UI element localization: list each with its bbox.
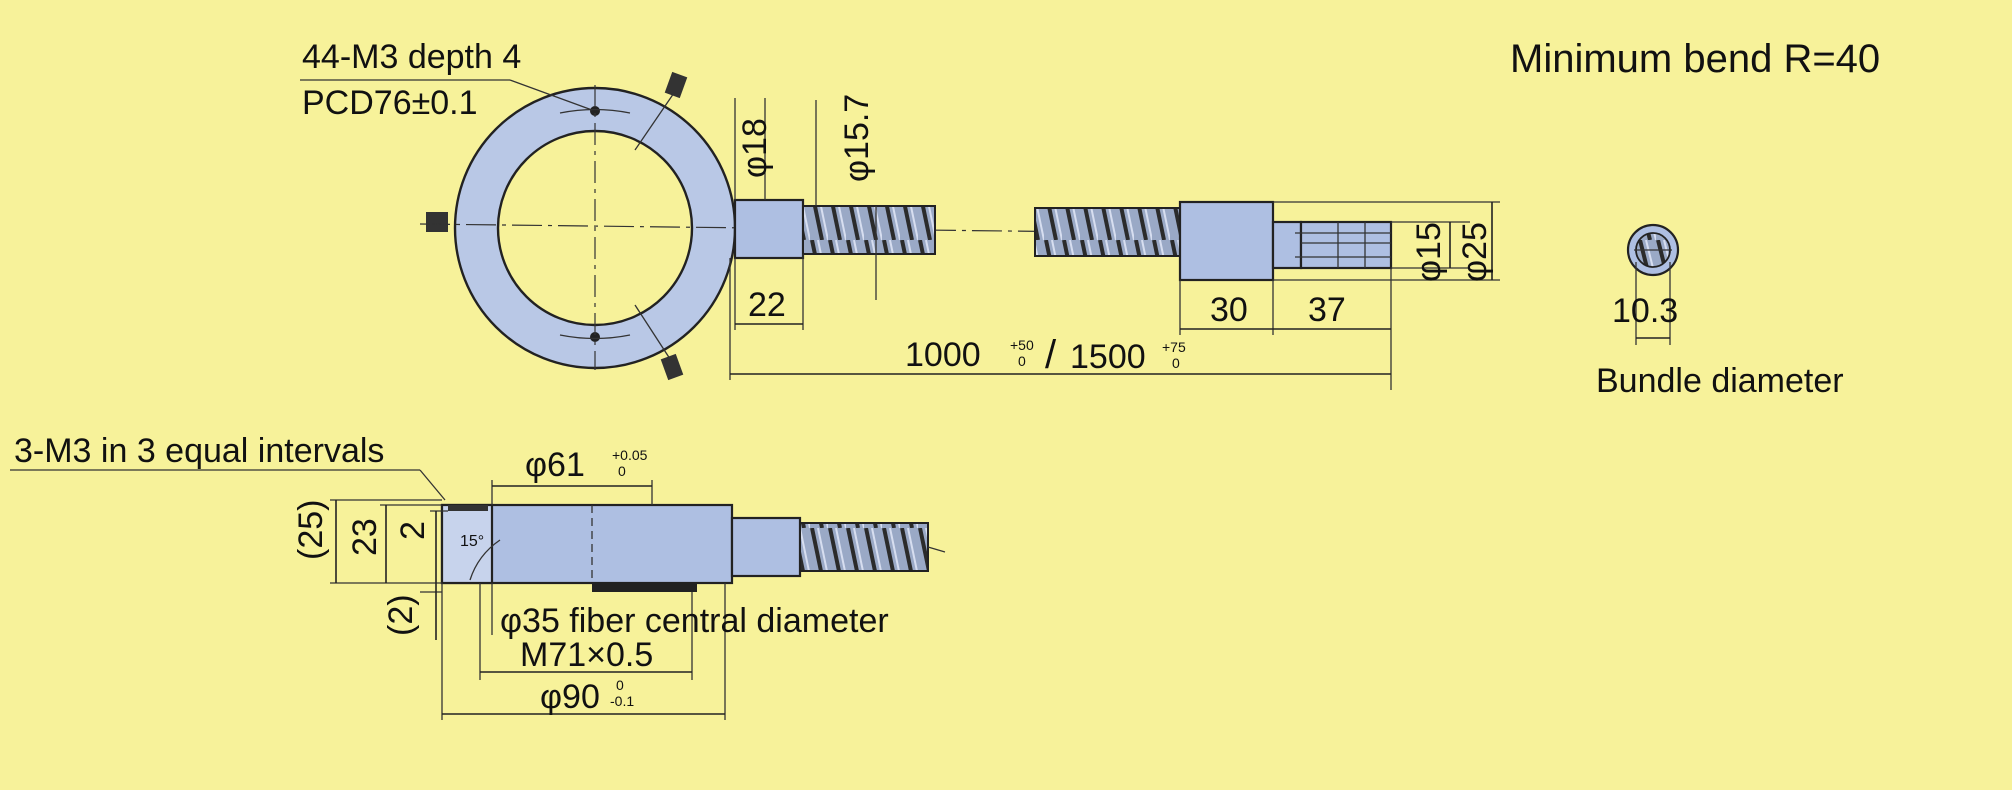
length-alt-tol-upper: +75 bbox=[1162, 339, 1186, 355]
dia-sleeve-label: φ18 bbox=[736, 118, 774, 178]
pcd-label: PCD76±0.1 bbox=[302, 84, 478, 122]
ferrule bbox=[1178, 200, 1275, 282]
screw-top bbox=[664, 71, 688, 99]
dia-61-tol-upper: +0.05 bbox=[612, 447, 648, 463]
dia-90-tol-upper: 0 bbox=[616, 677, 624, 693]
screw-left bbox=[426, 212, 448, 232]
dia-hose-label: φ15.7 bbox=[838, 94, 876, 182]
height-23-label: 23 bbox=[346, 518, 384, 556]
set-screws-label: 3-M3 in 3 equal intervals bbox=[14, 432, 384, 470]
hose-right bbox=[1034, 207, 1181, 257]
min-bend-title: Minimum bend R=40 bbox=[1510, 37, 1880, 81]
height-2b-label: (2) bbox=[382, 594, 420, 636]
angle-label: 15° bbox=[460, 533, 484, 550]
bundle-view: 10.3 Bundle diameter bbox=[1596, 223, 1844, 400]
dia-90-tol-lower: -0.1 bbox=[610, 693, 634, 709]
bundle-diameter-caption: Bundle diameter bbox=[1596, 362, 1844, 400]
length-main-tol-lower: 0 bbox=[1018, 353, 1026, 369]
ring-light bbox=[419, 71, 1091, 381]
height-2-label: 2 bbox=[394, 521, 432, 540]
fiber-dia-label: φ35 fiber central diameter bbox=[500, 602, 889, 640]
top-view: 44-M3 depth 4 PCD76±0.1 φ18 φ15.7 22 30 … bbox=[300, 38, 1500, 390]
side-view: 3-M3 in 3 equal intervals 15° φ61 +0.05 … bbox=[10, 432, 946, 720]
len-ferrule-label: 30 bbox=[1210, 291, 1248, 329]
length-alt-label: 1500 bbox=[1070, 338, 1146, 376]
dia-61-label: φ61 bbox=[525, 446, 585, 484]
tap-hole-bottom bbox=[590, 332, 600, 342]
length-alt-tol-lower: 0 bbox=[1172, 355, 1180, 371]
hose-left bbox=[802, 205, 936, 255]
dia-90-label: φ90 bbox=[540, 678, 600, 716]
len-tip-label: 37 bbox=[1308, 291, 1346, 329]
height-25-label: (25) bbox=[292, 500, 330, 560]
screw-bottom bbox=[660, 353, 684, 381]
fiber-window bbox=[592, 583, 697, 592]
dia-ferrule-label: φ25 bbox=[1456, 222, 1494, 282]
len-sleeve-label: 22 bbox=[748, 286, 786, 324]
thread-label: M71×0.5 bbox=[520, 636, 653, 674]
tap-holes-label: 44-M3 depth 4 bbox=[302, 38, 521, 76]
length-main-label: 1000 bbox=[905, 336, 981, 374]
length-sep: / bbox=[1045, 333, 1057, 377]
hose-side bbox=[799, 522, 929, 572]
dia-tip-label: φ15 bbox=[1410, 222, 1448, 282]
bundle-diameter-value: 10.3 bbox=[1612, 292, 1678, 330]
dia-61-tol-lower: 0 bbox=[618, 463, 626, 479]
tap-hole-top bbox=[590, 106, 600, 116]
length-main-tol-upper: +50 bbox=[1010, 337, 1034, 353]
sleeve bbox=[733, 198, 805, 260]
tip bbox=[1299, 220, 1393, 270]
